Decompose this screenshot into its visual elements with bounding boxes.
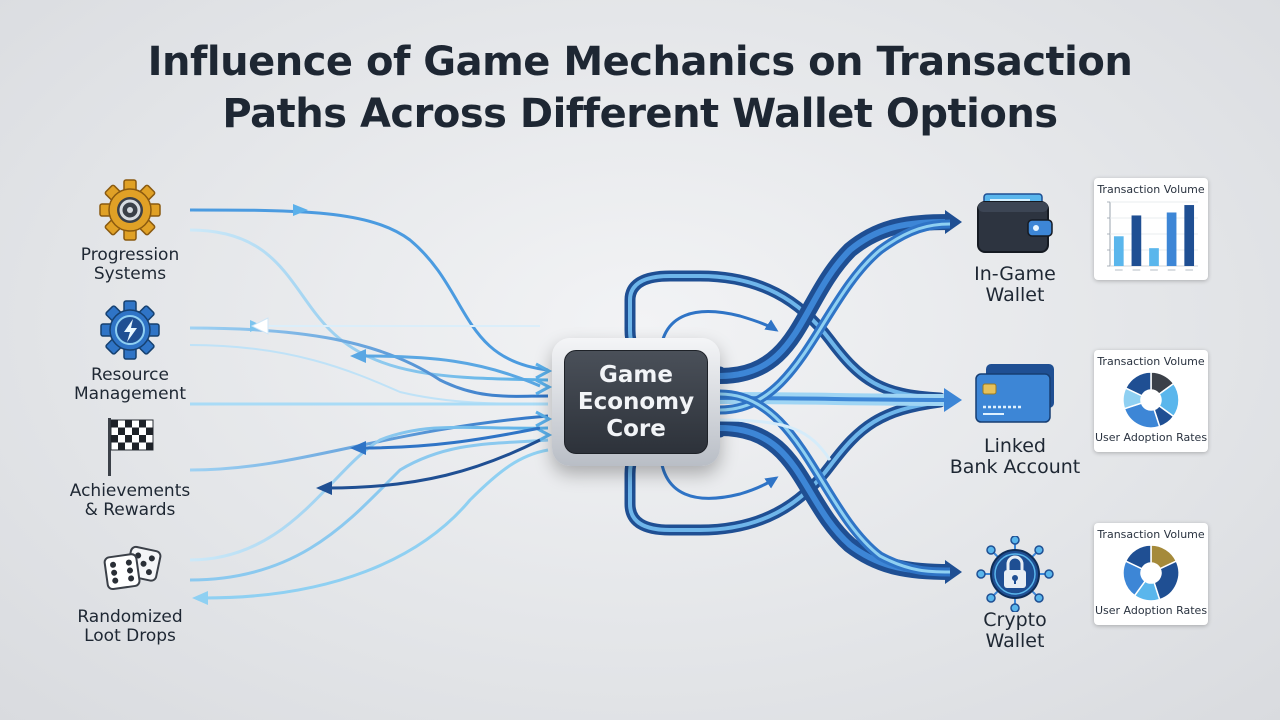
pie-chart-slice [1124,371,1152,397]
dice-icon [98,540,162,604]
gear-lightning-icon [98,298,162,362]
pie-chart [1122,544,1180,602]
game-economy-core: Game Economy Core [552,338,720,466]
mechanic-label-line-1: Resource [91,365,169,385]
outflow-cross [719,392,951,574]
wallet-label-line-1: Crypto [983,609,1047,631]
wallet-label-line-2: Bank Account [949,456,1081,478]
core-label-line-1: Game [599,361,673,388]
wallet-label-line-1: In-Game [974,263,1056,285]
bar-chart-bar [1131,215,1142,266]
card-title: Transaction Volume [1097,355,1205,368]
crypto-lock-icon [970,535,1060,613]
title-line-1: Influence of Game Mechanics on Transacti… [147,39,1133,85]
wallet-label-line-2: Wallet [985,630,1045,652]
core-entry-arrow [535,362,553,380]
credit-card-icon [970,362,1060,432]
mechanic-achievements-rewards: Achievements & Rewards [55,414,205,520]
bar-chart-bar [1113,236,1124,266]
core-label-line-3: Core [606,415,666,442]
core-loop-arrow [658,310,779,361]
outflow-faint [719,418,832,461]
bar-chart-bar [1184,205,1195,266]
card-bank-transaction-volume: Transaction Volume User Adoption Rates [1094,350,1208,452]
inflow-path [189,228,549,382]
outflow-cross [719,222,951,412]
core-entry-arrow [535,410,553,428]
inflow-path [189,326,549,398]
mechanic-progression-systems: Progression Systems [55,178,205,284]
card-title: Transaction Volume [1097,183,1205,196]
return-arrow [361,354,541,388]
mechanic-label-line-2: Loot Drops [84,626,176,646]
outflow-in-game [719,219,951,379]
bar-chart-bar [1166,212,1177,266]
bar-chart-bar [1149,248,1159,266]
wallet-linked-bank-account: Linked Bank Account [940,362,1090,478]
core-entry-arrow [535,426,553,444]
mechanic-randomized-loot-drops: Randomized Loot Drops [55,540,205,646]
wallet-icon [970,190,1060,260]
diagram-title: Influence of Game Mechanics on Transacti… [0,36,1280,140]
core-label-line-2: Economy [577,388,695,415]
wallet-label-line-2: Wallet [985,284,1045,306]
mechanic-label-line-2: & Rewards [84,500,176,520]
mechanic-label-line-2: Systems [93,264,167,284]
core-loop-arrow [658,445,779,500]
title-line-2: Paths Across Different Wallet Options [222,91,1058,137]
pie-chart-slice [1124,544,1152,570]
inflow-path [189,425,549,562]
wallet-crypto: Crypto Wallet [940,535,1090,652]
mechanic-resource-management: Resource Management [55,298,205,404]
inflow-path [189,208,549,372]
mechanic-label-line-1: Achievements [69,481,191,501]
inflow-path [189,438,549,582]
mechanic-label-line-2: Management [74,384,186,404]
core-entry-arrow [535,378,553,396]
inflow-arrow-head [293,204,308,216]
return-arrow [361,426,541,450]
mechanic-label-line-1: Progression [80,245,180,265]
checkered-flag-icon [98,414,162,478]
inflow-path [189,414,549,472]
card-crypto-transaction-volume: Transaction Volume User Adoption Rates [1094,523,1208,625]
card-footer: User Adoption Rates [1094,604,1208,617]
wallet-in-game: In-Game Wallet [940,190,1090,306]
return-arrow [203,448,549,600]
card-footer: User Adoption Rates [1094,431,1208,444]
pie-chart [1122,371,1180,429]
card-in-game-transaction-volume: Transaction Volume [1094,178,1208,280]
mechanic-label-line-1: Randomized [77,607,183,627]
bar-chart [1107,201,1198,271]
gear-icon [98,178,162,242]
wallet-label-line-1: Linked [984,435,1046,457]
card-title: Transaction Volume [1097,528,1205,541]
return-arrow [327,438,541,490]
outflow-cross [719,219,951,415]
